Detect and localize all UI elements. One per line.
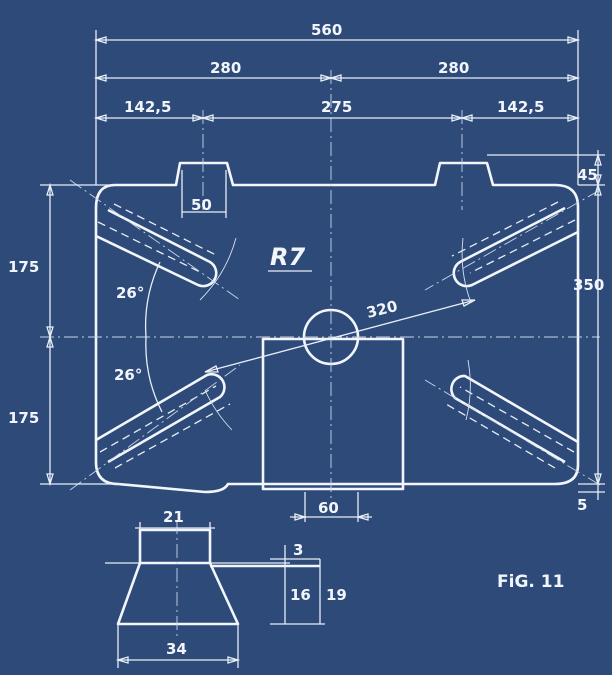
center-slot <box>261 337 405 491</box>
dim-lines-left <box>40 182 163 487</box>
dim-center-slot-width: 60 <box>318 499 339 517</box>
dim-overall-width: 560 <box>311 21 342 39</box>
dim-bottom-offset: 5 <box>577 496 587 514</box>
slot-axis-ll <box>69 364 241 491</box>
dim-lines-bottom <box>290 492 372 522</box>
slot-axis-ur <box>424 189 601 291</box>
part-label: R7 <box>270 243 305 271</box>
radius-leader <box>204 299 476 373</box>
slot-upper-right <box>451 201 579 288</box>
dim-angle-lower: 26° <box>114 366 142 384</box>
dim-hole-offset-left: 142,5 <box>124 98 171 116</box>
dim-section-height-inner: 16 <box>290 586 311 604</box>
slot-axis-lr <box>424 379 601 486</box>
slot-upper-left <box>95 203 219 288</box>
slot-axis-ul <box>69 179 241 301</box>
guide-arc-ur <box>461 237 471 301</box>
dim-section-height-total: 19 <box>326 586 347 604</box>
dim-lines-right <box>487 150 605 500</box>
dim-overall-height: 350 <box>573 276 604 294</box>
dim-section-lip: 3 <box>293 541 303 559</box>
dim-lower-half-height: 175 <box>8 409 39 427</box>
guide-arc-ul <box>199 237 237 301</box>
dim-section-top-width: 21 <box>163 508 184 526</box>
dim-section-base-width: 34 <box>166 640 187 658</box>
dim-hole-offset-right: 142,5 <box>497 98 544 116</box>
slot-lower-right <box>445 374 579 469</box>
dim-upper-half-height: 175 <box>8 258 39 276</box>
dim-radius: 320 <box>365 297 400 322</box>
dim-half-width-left: 280 <box>210 59 241 77</box>
dim-boss-width: 50 <box>191 196 212 214</box>
dim-lines-top <box>93 30 581 218</box>
dim-angle-upper: 26° <box>116 284 144 302</box>
dim-half-width-right: 280 <box>438 59 469 77</box>
dim-boss-height: 45 <box>577 166 598 184</box>
guide-arc-lr <box>465 359 471 421</box>
section-detail <box>105 520 325 668</box>
figure-label: FiG. 11 <box>497 572 564 592</box>
guide-arc-ll <box>204 389 233 431</box>
plate-outline <box>94 161 580 494</box>
dim-hole-spacing: 275 <box>321 98 352 116</box>
